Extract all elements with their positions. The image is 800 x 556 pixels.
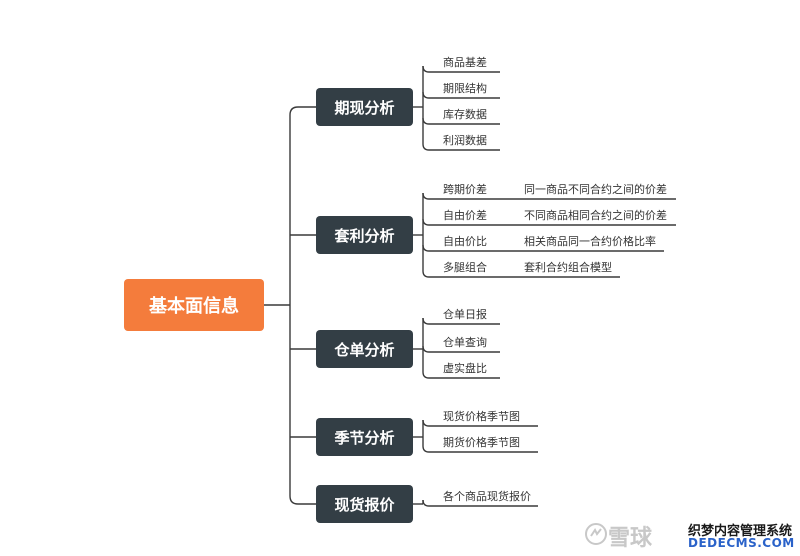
leaf-underline <box>422 192 518 200</box>
leaf-label: 商品基差 <box>443 56 487 69</box>
branch-connector <box>289 106 316 116</box>
leaf-label: 虚实盘比 <box>443 362 487 375</box>
leaf-label: 仓单日报 <box>443 308 487 321</box>
leaf-underline <box>422 65 500 73</box>
leaf-underline <box>422 244 518 252</box>
branch-label: 期现分析 <box>334 98 395 117</box>
branch-label: 套利分析 <box>334 226 395 245</box>
leaf-underline <box>422 91 500 99</box>
leaf-underline <box>422 499 538 507</box>
leaf-label: 利润数据 <box>443 134 487 147</box>
leaf-label: 自由价比 <box>443 235 487 248</box>
watermark-site-name: 织梦内容管理系统 <box>688 524 793 539</box>
branch-node: 套利分析 <box>316 216 413 254</box>
leaf-label: 期限结构 <box>443 82 487 95</box>
branch-label: 现货报价 <box>334 495 395 514</box>
leaf-detail: 不同商品相同合约之间的价差 <box>524 209 667 222</box>
branch-connector <box>289 495 316 505</box>
leaf-detail: 相关商品同一合约价格比率 <box>524 235 656 248</box>
leaf-label: 库存数据 <box>443 108 487 121</box>
branch-node: 现货报价 <box>316 485 413 523</box>
leaf-label: 自由价差 <box>443 209 487 222</box>
branch-node: 期现分析 <box>316 88 413 126</box>
watermark: 雪球 织梦内容管理系统 DEDECMS.COM <box>584 514 796 554</box>
leaf-label: 现货价格季节图 <box>443 410 520 423</box>
leaf-underline <box>422 371 500 379</box>
leaf-underline <box>422 445 538 453</box>
branch-node: 季节分析 <box>316 418 413 456</box>
leaf-detail: 同一商品不同合约之间的价差 <box>524 183 667 196</box>
root-label: 基本面信息 <box>149 296 239 317</box>
leaf-underline <box>422 270 518 278</box>
watermark-logo-text: 雪球 <box>608 526 653 551</box>
xueqiu-logo-icon <box>585 523 607 545</box>
leaf-underline <box>422 345 500 353</box>
root-node: 基本面信息 <box>124 279 264 331</box>
branch-node: 仓单分析 <box>316 330 413 368</box>
watermark-site-url: DEDECMS.COM <box>688 536 795 550</box>
branch-label: 季节分析 <box>334 428 395 447</box>
leaf-underline <box>422 317 500 325</box>
leaf-underline <box>422 218 518 226</box>
leaf-underline <box>422 117 500 125</box>
leaf-detail: 套利合约组合模型 <box>524 261 612 274</box>
leaf-label: 仓单查询 <box>443 336 487 349</box>
leaf-label: 跨期价差 <box>443 183 487 196</box>
leaf-underline <box>422 419 538 427</box>
leaf-underline <box>422 143 500 151</box>
leaf-label: 期货价格季节图 <box>443 436 520 449</box>
branch-label: 仓单分析 <box>334 340 395 359</box>
leaf-label: 多腿组合 <box>443 261 487 274</box>
leaf-label: 各个商品现货报价 <box>443 490 531 503</box>
